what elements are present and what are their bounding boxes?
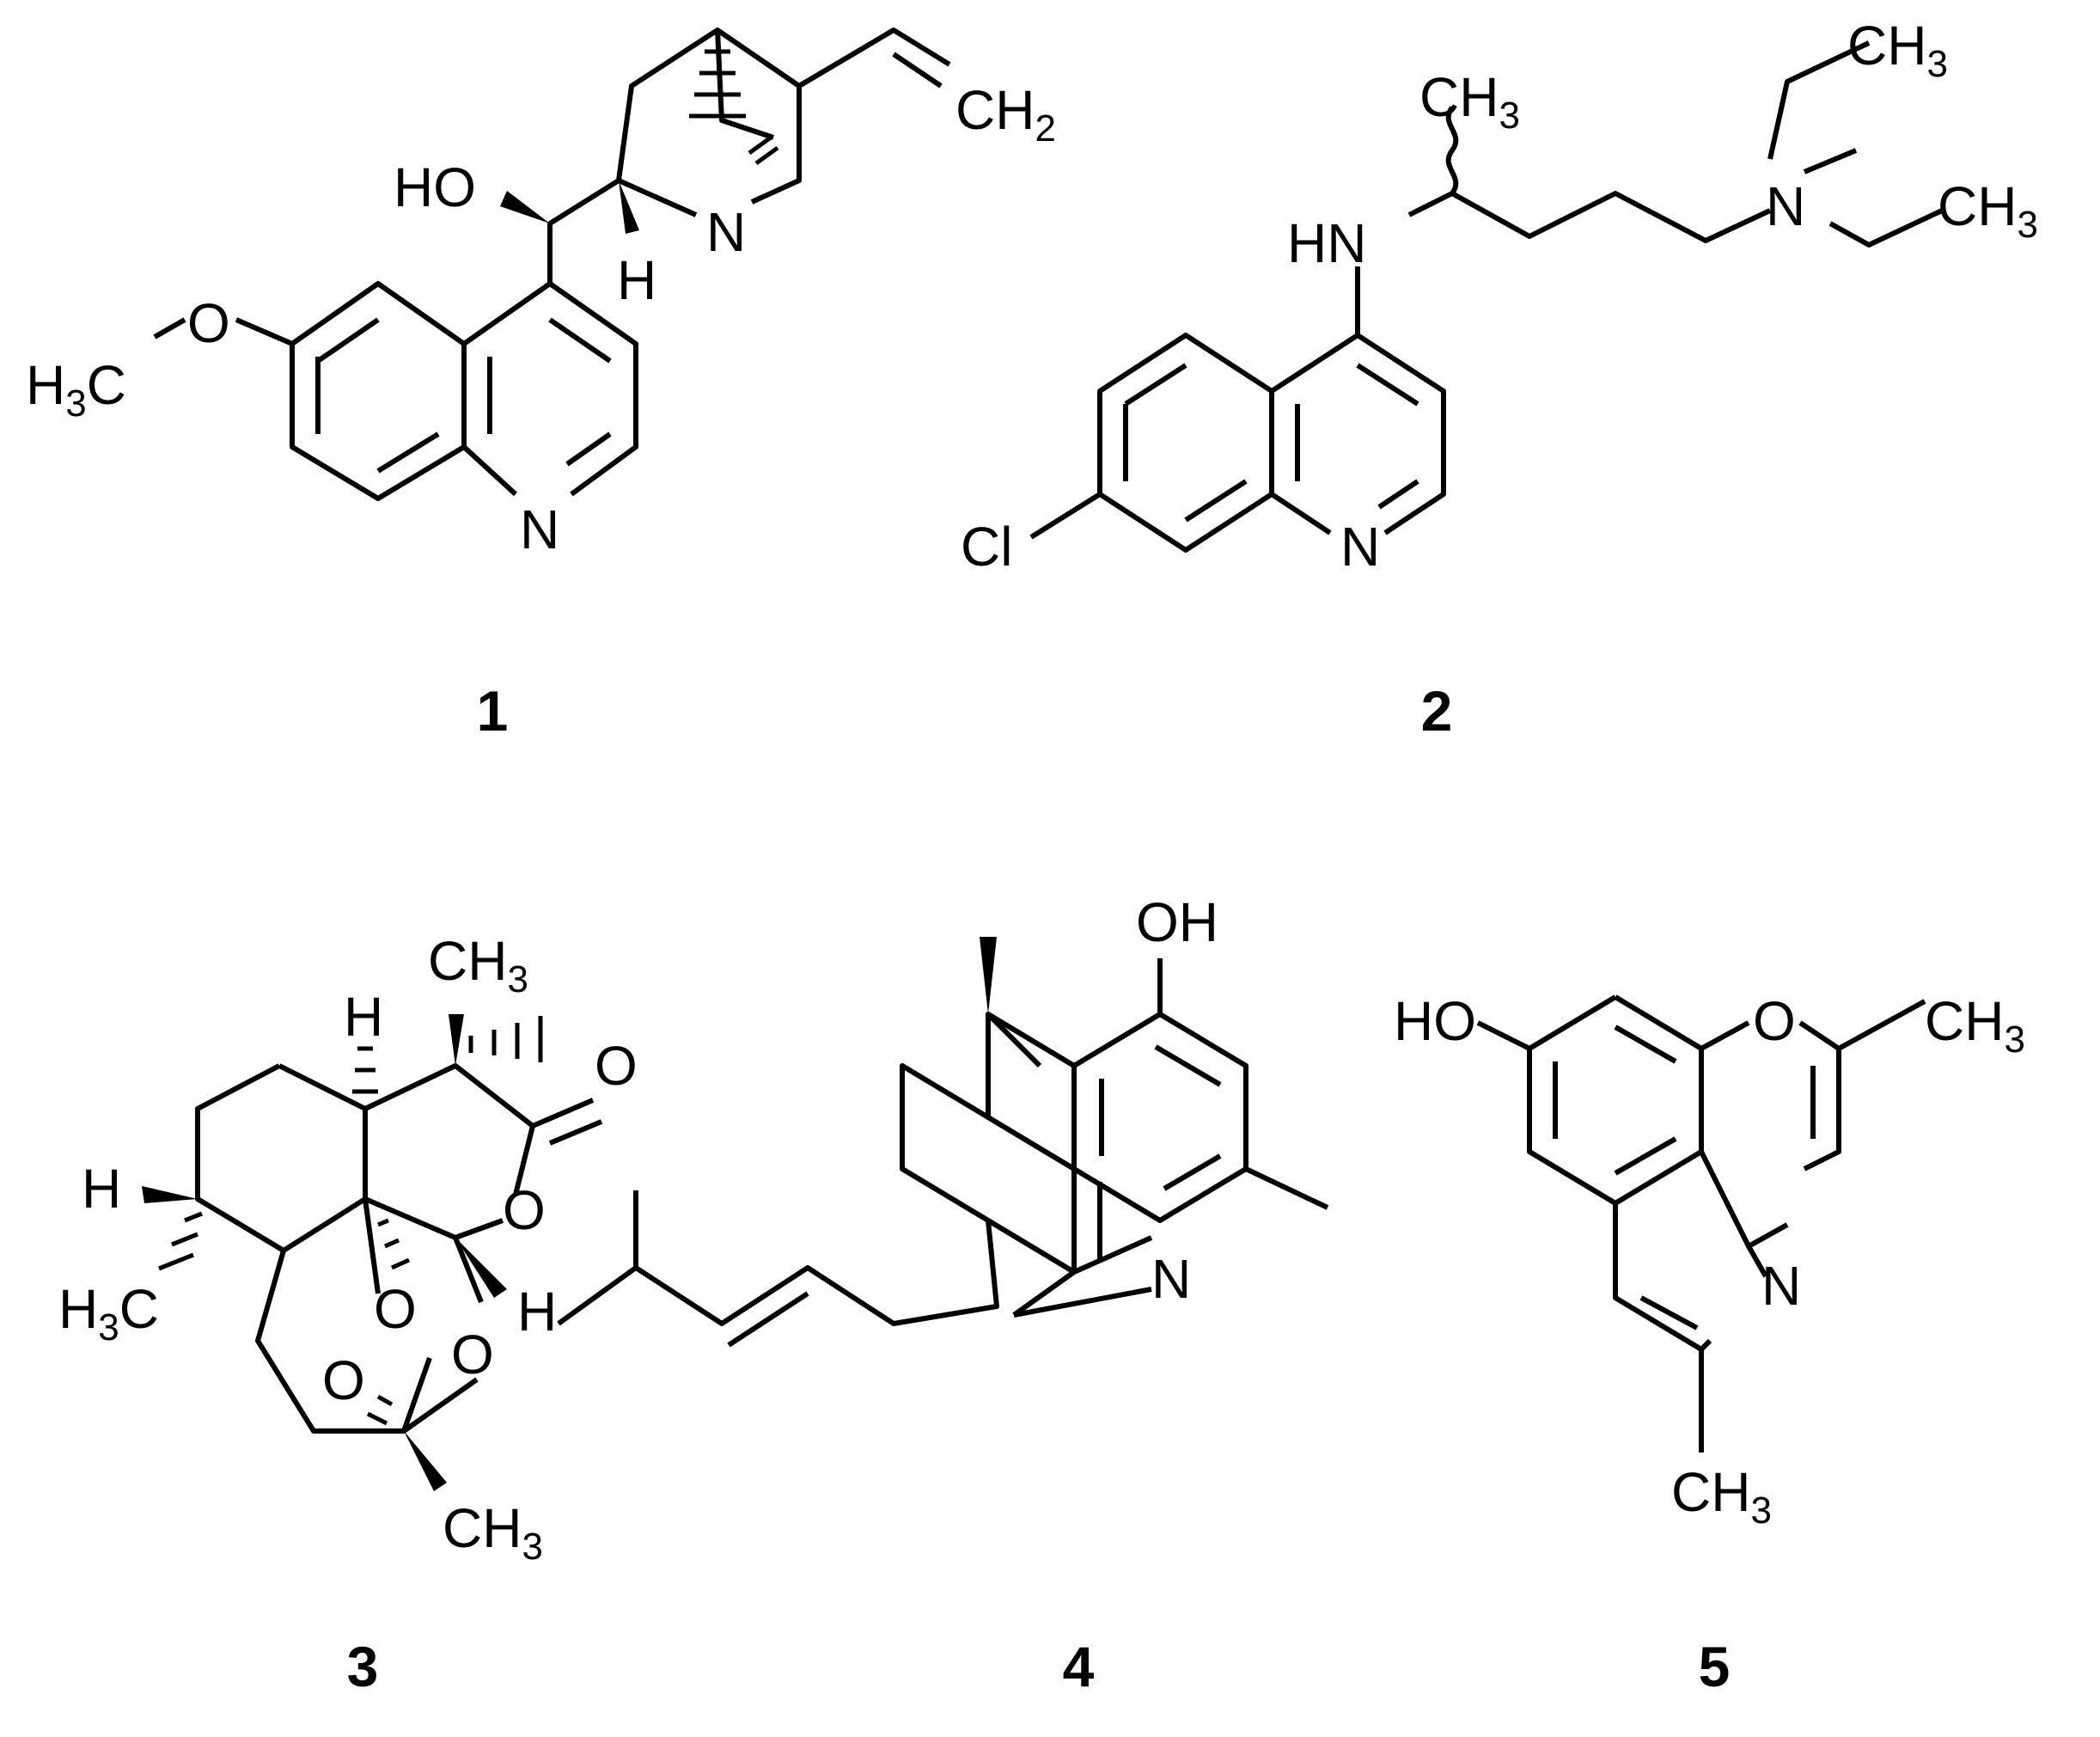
wedge-bond [500,191,550,223]
compound-3-stereo-bonds [142,1014,543,1491]
compound-4-atoms: OH N [1136,891,1218,1310]
ethyl-methyl-label: CH3 [1847,15,1948,85]
methyl-label: CH3 [428,930,528,1000]
wedge-bond [455,1238,507,1298]
chlorine-label: Cl [961,516,1012,578]
methyl-label: CH3 [1419,66,1520,137]
compound-3-atoms: CH3 H O H O H3C O O O H CH3 [58,930,638,1568]
compound-5-atoms: HO O CH3 N CH3 [1394,990,2025,1532]
wedge-bond [449,1014,464,1066]
compound-2-atoms: CH3 HN N CH3 CH3 Cl N [961,15,2038,578]
hydroxyl-label: HO [1394,990,1476,1052]
wavy-bond [1445,106,1459,195]
peroxide-oxygen-label: O [374,1278,417,1340]
compound-1-label: 1 [477,679,509,743]
methoxy-oxygen-label: O [187,292,230,354]
compound-1-structure: HO H N N O H3C CH2 1 [26,28,1056,743]
methyl-label: CH3 [443,1497,543,1568]
ether-oxygen-label: O [451,1324,494,1385]
carbonyl-oxygen-label: O [595,1035,638,1097]
compound-1-bonds [153,28,951,501]
hashed-bond [158,1016,543,1426]
hydrogen-label: H [344,986,383,1048]
amine-nh-label: HN [1287,212,1366,274]
hashed-bond [689,49,779,166]
compound-5-label: 5 [1699,1635,1731,1698]
tertiary-amine-label: N [1766,175,1805,237]
hydrogen-label: H [82,1158,121,1220]
quinoline-nitrogen-label: N [1340,516,1380,578]
wedge-bond [619,180,639,234]
ethyl-methyl-label: CH3 [1938,175,2038,246]
compound-4-label: 4 [1063,1635,1095,1698]
compound-2-structure: CH3 HN N CH3 CH3 Cl N 2 [961,15,2038,743]
methylene-label: CH2 [955,79,1056,150]
compound-3-structure: CH3 H O H O H3C O O O H CH3 3 [58,930,638,1698]
ring-nitrogen-label: N [1151,1248,1191,1310]
methyl-label: CH3 [1925,990,2025,1061]
peroxide-oxygen-label: O [322,1349,365,1411]
hydrogen-label: H [617,249,656,311]
bridgehead-nitrogen-label: N [706,201,746,263]
compound-2-label: 2 [1421,679,1453,743]
ring-nitrogen-label: N [1761,1255,1801,1317]
methyl-label: H3C [58,1278,159,1349]
hydrogen-label: H [517,1281,557,1343]
ring-oxygen-label: O [1753,990,1796,1052]
compound-2-bonds [1029,40,1944,553]
compound-5-structure: HO O CH3 N CH3 5 [1394,990,2025,1698]
compound-3-label: 3 [347,1635,379,1698]
wedge-bond [404,1431,447,1491]
hydroxyl-label: OH [1136,891,1218,953]
compound-5-bonds [1476,994,1926,1453]
wedge-bond [980,937,997,1014]
methyl-label: CH3 [1671,1461,1772,1532]
compound-1-stereo-bonds [500,49,779,234]
compound-3-bonds [195,1063,603,1434]
wedge-bond [142,1186,198,1203]
hydroxyl-label: HO [394,156,476,218]
compound-4-bonds [557,958,1329,1348]
quinoline-nitrogen-label: N [520,498,559,560]
compound-4-structure: OH N 4 [557,891,1329,1698]
methyl-label: H3C [26,354,126,425]
lactone-oxygen-label: O [503,1179,546,1241]
